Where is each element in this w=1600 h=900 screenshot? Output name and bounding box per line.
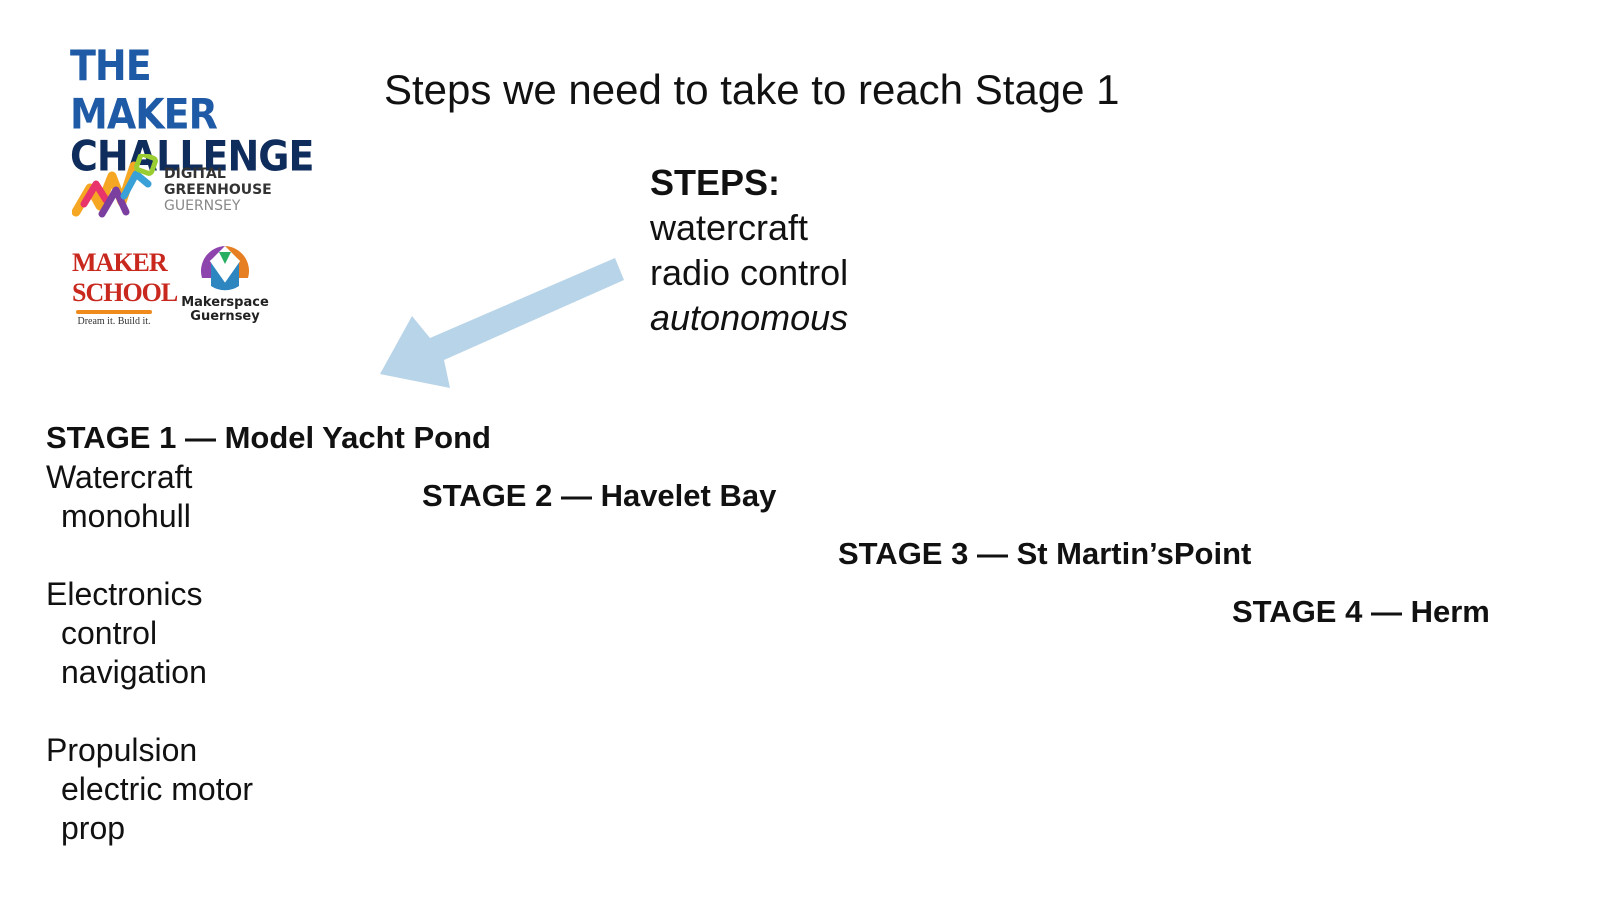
stage-1-requirements: Watercraft monohull Electronics control …: [46, 458, 253, 848]
maker-challenge-logo-line1: THE MAKER: [70, 41, 218, 139]
requirement-group-electronics: Electronics control navigation: [46, 575, 253, 692]
requirement-item: monohull: [61, 498, 191, 534]
digital-greenhouse-logo: DIGITAL GREENHOUSE GUERNSEY: [72, 154, 282, 224]
requirement-item: navigation: [61, 654, 207, 690]
maker-school-logo: MAKER SCHOOL Dream it. Build it.: [72, 248, 178, 327]
step-item: autonomous: [650, 297, 849, 338]
dgh-line3: GUERNSEY: [164, 198, 241, 214]
requirement-group-watercraft: Watercraft monohull: [46, 458, 253, 536]
maker-school-underline: [76, 310, 152, 314]
makerspace-logo: Makerspace Guernsey: [180, 244, 270, 324]
requirement-category: Watercraft: [46, 459, 193, 495]
maker-school-line1: MAKER: [72, 248, 168, 277]
requirement-item: control: [61, 615, 158, 651]
step-item: watercraft: [650, 207, 809, 248]
makerspace-line1: Makerspace: [181, 295, 269, 310]
dgh-line1: DIGITAL: [164, 166, 226, 182]
stage-2-heading: STAGE 2 — Havelet Bay: [422, 478, 777, 513]
slide-title: Steps we need to take to reach Stage 1: [384, 66, 1120, 113]
digital-greenhouse-mark-icon: [72, 154, 158, 218]
requirement-category: Electronics: [46, 576, 203, 612]
steps-heading: STEPS:: [650, 162, 781, 203]
stage-1-heading: STAGE 1 — Model Yacht Pond: [46, 420, 491, 455]
maker-school-tagline: Dream it. Build it.: [77, 316, 151, 327]
makerspace-m-icon: [200, 246, 250, 291]
requirement-item: prop: [61, 810, 126, 846]
maker-challenge-logo: THE MAKER CHALLENGE: [70, 42, 314, 181]
stage-4-heading: STAGE 4 — Herm: [1232, 594, 1490, 629]
dgh-line2: GREENHOUSE: [164, 182, 272, 198]
requirement-group-propulsion: Propulsion electric motor prop: [46, 731, 253, 848]
makerspace-line2: Guernsey: [190, 309, 260, 324]
step-item: radio control: [650, 252, 849, 293]
digital-greenhouse-text: DIGITAL GREENHOUSE GUERNSEY: [164, 166, 272, 214]
requirement-item: electric motor: [61, 771, 254, 807]
maker-school-line2: SCHOOL: [72, 278, 178, 307]
steps-list: STEPS: watercraft radio control autonomo…: [650, 160, 848, 340]
stage-3-heading: STAGE 3 — St Martin’sPoint: [838, 536, 1252, 571]
arrow-down-left-icon: [380, 258, 624, 388]
requirement-category: Propulsion: [46, 732, 198, 768]
